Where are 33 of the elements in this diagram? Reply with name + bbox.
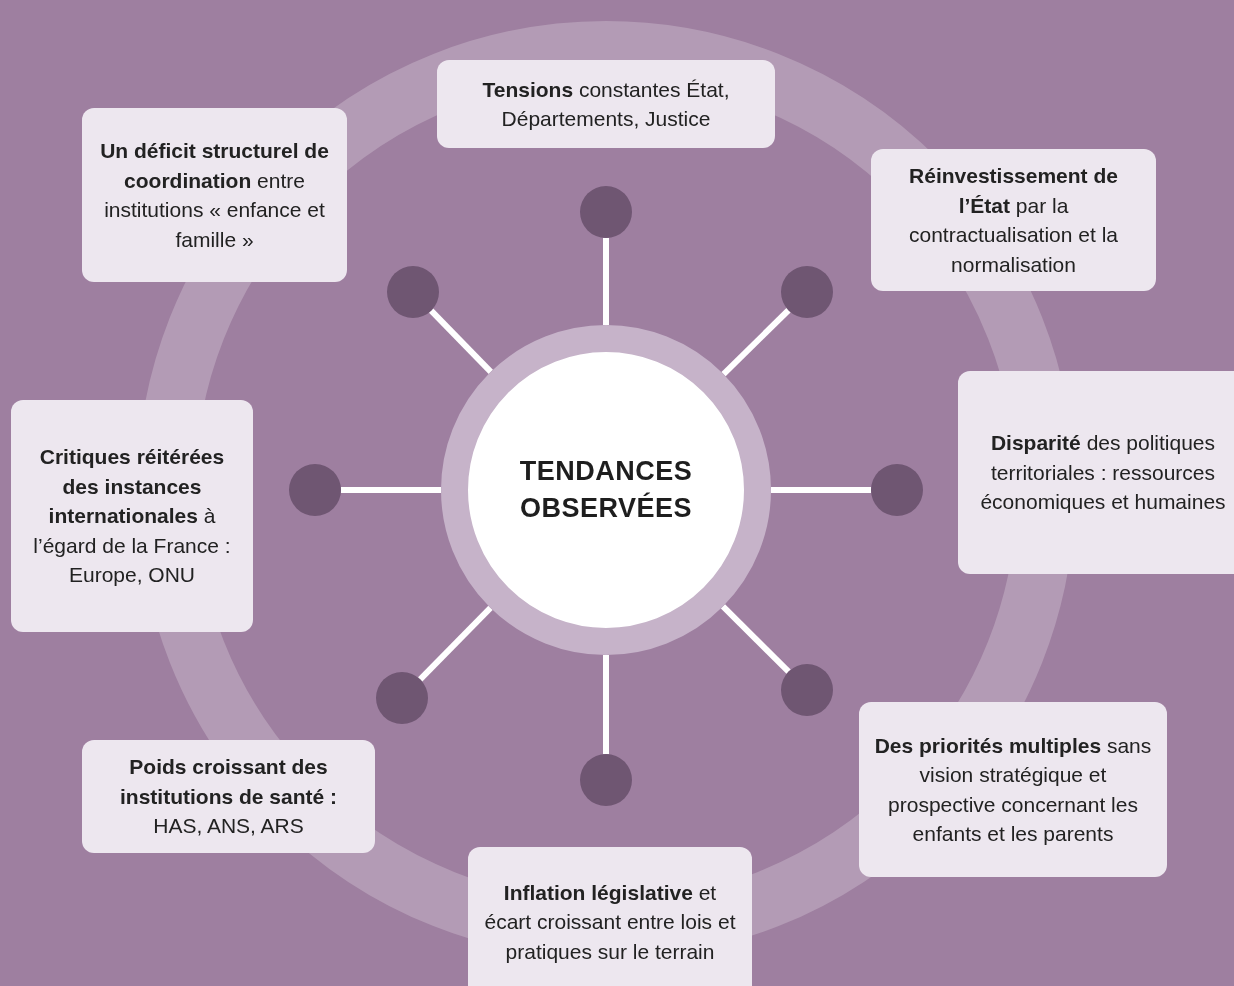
spoke-line	[721, 308, 791, 377]
box-text: Poids croissant des institutions de santé : HAS, ANS, ARS	[119, 754, 338, 840]
box-text: Disparité des politiques territoriales : ressources économiques et humaines	[979, 430, 1227, 516]
text-box	[958, 371, 1234, 574]
spoke-line	[341, 487, 441, 493]
text-box	[437, 60, 775, 148]
dot	[781, 266, 833, 318]
dot	[580, 186, 632, 238]
spoke-line	[603, 655, 609, 754]
dot	[289, 464, 341, 516]
text-box	[468, 847, 752, 986]
dot	[376, 672, 428, 724]
spoke-line	[429, 308, 493, 374]
dot	[781, 664, 833, 716]
spoke-line	[771, 487, 871, 493]
text-box	[82, 740, 375, 853]
spoke-line	[603, 238, 609, 325]
center-title: TENDANCES OBSERVÉES	[518, 455, 694, 525]
text-box	[859, 702, 1167, 877]
box-text: Un déficit structurel de coordination entre institutions « enfance et famille »	[99, 138, 330, 253]
text-box	[871, 149, 1156, 291]
box-text: Tensions constantes État, Départements, Justice	[481, 76, 731, 132]
dot	[387, 266, 439, 318]
text-box	[82, 108, 347, 282]
box-text: Des priorités multiples sans vision stratégique et prospective concernant les enfants et les parents	[873, 732, 1153, 847]
box-text: Inflation législative et écart croissant entre lois et pratiques sur le terrain	[483, 879, 737, 965]
spoke-line	[720, 604, 791, 674]
box-text: Critiques réitérées des instances internationales à l’égard de la France : Europe, ONU	[32, 444, 232, 589]
dot	[871, 464, 923, 516]
dot	[580, 754, 632, 806]
spoke-line	[418, 605, 493, 682]
box-text: Réinvestissement de l’État par la contractualisation et la normalisation	[908, 163, 1119, 278]
text-box	[11, 400, 253, 632]
